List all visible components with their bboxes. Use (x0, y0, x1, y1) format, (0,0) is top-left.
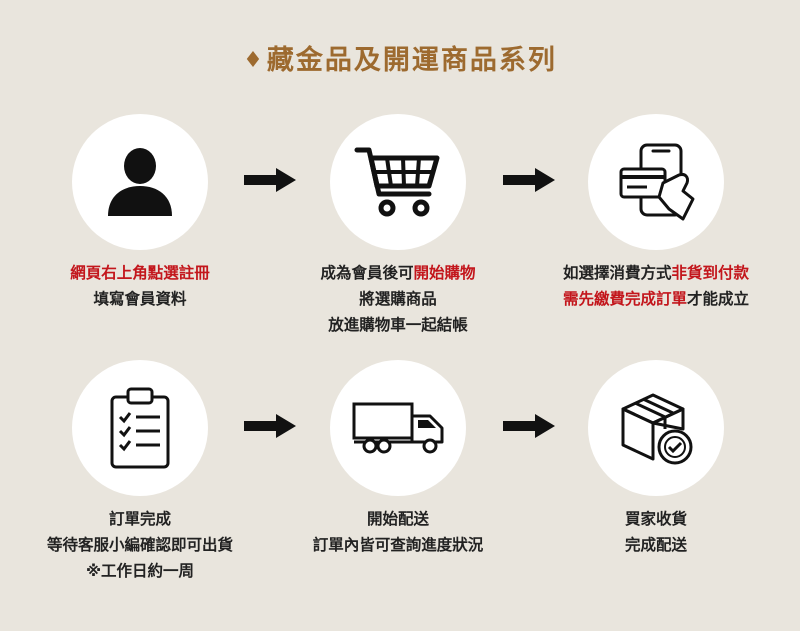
caption-highlight-text: 開始購物 (413, 264, 476, 282)
shopping-cart-icon (354, 147, 440, 217)
caption-highlight-text: 非貨到付款 (671, 264, 750, 282)
step-5-icon-circle (330, 360, 466, 496)
caption-line: 如選擇消費方式非貨到付款 (526, 260, 786, 286)
step-3-icon-circle (588, 114, 724, 250)
caption-line: 訂單內皆可查詢進度狀況 (268, 532, 528, 558)
step-1-icon-circle (72, 114, 208, 250)
caption-line: 需先繳費完成訂單才能成立 (526, 286, 786, 312)
caption-line: 填寫會員資料 (10, 286, 270, 312)
checklist-clipboard-icon (110, 387, 170, 469)
caption-text: 放進購物車一起結帳 (328, 316, 468, 334)
caption-line: 網頁右上角點選註冊 (10, 260, 270, 286)
caption-line: 訂單完成 (10, 506, 270, 532)
caption-highlight-text: 網頁右上角點選註冊 (70, 264, 210, 282)
arrow-right-icon (244, 168, 296, 192)
step-2-caption: 成為會員後可開始購物將選購商品放進購物車一起結帳 (268, 260, 528, 338)
caption-text: 訂單內皆可查詢進度狀況 (312, 536, 484, 554)
caption-line: 開始配送 (268, 506, 528, 532)
user-icon (108, 148, 172, 216)
arrow-right-icon (503, 414, 555, 438)
caption-highlight-text: 需先繳費完成訂單 (562, 290, 687, 308)
step-3-caption: 如選擇消費方式非貨到付款需先繳費完成訂單才能成立 (526, 260, 786, 312)
caption-text: 如選擇消費方式 (562, 264, 672, 282)
step-2-icon-circle (330, 114, 466, 250)
caption-text: 成為會員後可 (320, 264, 414, 282)
caption-text: 才能成立 (687, 290, 750, 308)
caption-line: 放進購物車一起結帳 (268, 312, 528, 338)
caption-text: 等待客服小編確認即可出貨 (46, 536, 233, 554)
caption-text: 訂單完成 (108, 510, 171, 528)
caption-text: 填寫會員資料 (93, 290, 187, 308)
caption-line: 將選購商品 (268, 286, 528, 312)
arrow-right-icon (503, 168, 555, 192)
title-text: 藏金品及開運商品系列 (266, 45, 557, 76)
arrow-right-icon (244, 414, 296, 438)
step-6-caption: 買家收貨完成配送 (526, 506, 786, 558)
caption-line: 買家收貨 (526, 506, 786, 532)
caption-line: 成為會員後可開始購物 (268, 260, 528, 286)
page-title: ♦藏金品及開運商品系列 (0, 38, 800, 77)
caption-text: ※工作日約一周 (85, 562, 195, 580)
step-5-caption: 開始配送訂單內皆可查詢進度狀況 (268, 506, 528, 558)
caption-text: 買家收貨 (624, 510, 687, 528)
caption-text: 完成配送 (624, 536, 687, 554)
caption-line: 完成配送 (526, 532, 786, 558)
step-4-icon-circle (72, 360, 208, 496)
caption-text: 將選購商品 (359, 290, 437, 308)
step-6-icon-circle (588, 360, 724, 496)
step-4-caption: 訂單完成等待客服小編確認即可出貨 ※工作日約一周 (10, 506, 270, 584)
caption-text: 開始配送 (366, 510, 429, 528)
caption-line: ※工作日約一周 (10, 558, 270, 584)
package-delivered-icon (621, 393, 693, 465)
phone-card-payment-icon (619, 143, 695, 221)
caption-line: 等待客服小編確認即可出貨 (10, 532, 270, 558)
diamond-icon: ♦ (243, 47, 265, 73)
step-1-caption: 網頁右上角點選註冊填寫會員資料 (10, 260, 270, 312)
delivery-truck-icon (352, 402, 444, 454)
